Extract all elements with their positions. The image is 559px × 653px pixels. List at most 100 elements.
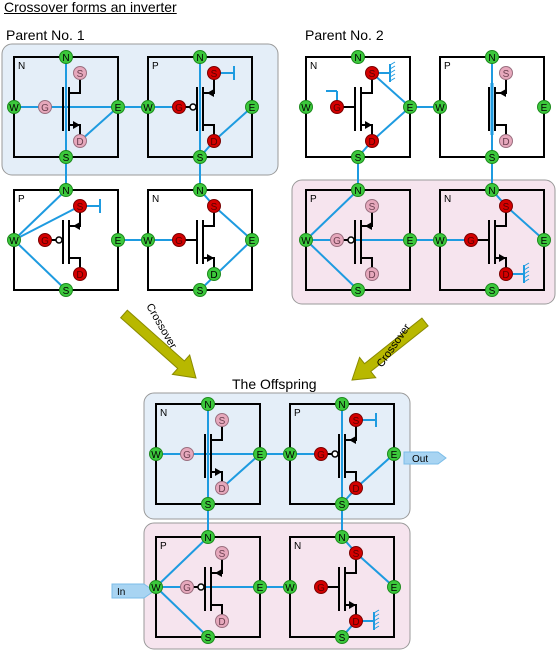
terminal-west-node-label: W	[151, 450, 161, 461]
terminal-south-node-label: S	[355, 153, 362, 164]
gate-node-label: G	[41, 236, 49, 247]
terminal-north-node	[201, 397, 215, 411]
gate-node-label: G	[175, 236, 183, 247]
gate-inverter-bubble	[55, 236, 63, 244]
wire	[13, 239, 67, 291]
terminal-west-node	[149, 447, 163, 461]
gate-inverter-bubble	[197, 583, 205, 591]
source-node	[499, 199, 513, 213]
cell-type-label: P	[310, 194, 317, 205]
source-node	[499, 66, 513, 80]
terminal-east-node-label: E	[249, 103, 256, 114]
gate-node	[330, 100, 344, 114]
drain-node	[207, 134, 221, 148]
wire	[79, 106, 119, 142]
ground-hatch	[373, 621, 380, 626]
gate-node	[330, 233, 344, 247]
cell-type-label: P	[18, 194, 25, 205]
wire	[155, 586, 209, 638]
ground-hatch	[373, 613, 380, 618]
terminal-east-node	[387, 580, 401, 594]
terminal-south-node-label: S	[205, 500, 212, 511]
drain-node-label: D	[218, 484, 225, 495]
cell-border	[305, 56, 411, 158]
terminal-east-node	[245, 100, 259, 114]
wire	[199, 239, 253, 291]
crossover-arrow-right	[351, 317, 429, 381]
gate-node-label: G	[41, 103, 49, 114]
cell-type-label: N	[444, 194, 451, 205]
terminal-south-node	[351, 283, 365, 297]
terminal-south-node-label: S	[197, 153, 204, 164]
drain-node	[215, 614, 229, 628]
gate-node-label: G	[333, 103, 341, 114]
terminal-east-node	[537, 233, 551, 247]
terminal-south-node-label: S	[355, 286, 362, 297]
source-node	[365, 66, 379, 80]
terminal-north-node	[201, 530, 215, 544]
wire	[355, 552, 395, 588]
transistor-arrow	[349, 436, 356, 444]
terminal-north-node	[351, 50, 365, 64]
terminal-east-node	[387, 447, 401, 461]
source-node-label: S	[211, 202, 218, 213]
source-node	[215, 413, 229, 427]
drain-node-label: D	[76, 270, 83, 281]
source-node-label: S	[503, 69, 510, 80]
wire	[213, 106, 253, 142]
terminal-east-node	[111, 100, 125, 114]
transistor-arrow	[499, 89, 506, 97]
terminal-west-node-label: W	[285, 583, 295, 594]
terminal-north-node-label: N	[196, 186, 203, 197]
ground-hatch	[389, 77, 396, 82]
drain-node-label: D	[368, 137, 375, 148]
drain-node	[365, 267, 379, 281]
drain-node-label: D	[502, 137, 509, 148]
gate-inverter-bubble	[347, 236, 355, 244]
terminal-south-node	[59, 283, 73, 297]
terminal-north-node	[193, 183, 207, 197]
terminal-west-node	[433, 100, 447, 114]
transistor-arrow	[215, 569, 222, 577]
terminal-west-node	[141, 100, 155, 114]
cell-type-label: P	[160, 541, 167, 552]
ground-hatch	[523, 262, 530, 267]
gate-node	[172, 233, 186, 247]
ground-hatch	[389, 69, 396, 74]
cell-type-label: N	[310, 61, 317, 72]
terminal-east-node-label: E	[391, 450, 398, 461]
transistor-arrow	[365, 222, 372, 230]
terminal-west-node-label: W	[435, 103, 445, 114]
cell-type-label: P	[444, 61, 451, 72]
transistor-arrow	[349, 601, 356, 609]
diagram-title: Crossover forms an inverter	[4, 0, 177, 15]
terminal-north-node-label: N	[62, 53, 69, 64]
terminal-north-node	[335, 397, 349, 411]
drain-node	[349, 614, 363, 628]
source-node-label: S	[77, 202, 84, 213]
gate-node	[38, 233, 52, 247]
terminal-north-node	[59, 50, 73, 64]
cell-type-label: P	[152, 61, 159, 72]
terminal-south-node	[59, 150, 73, 164]
drain-node	[73, 267, 87, 281]
terminal-east-node-label: E	[257, 583, 264, 594]
terminal-south-node	[351, 150, 365, 164]
transistor-arrow	[207, 254, 214, 262]
terminal-south-node-label: S	[63, 153, 70, 164]
terminal-north-node	[335, 530, 349, 544]
transistor-arrow	[499, 254, 506, 262]
transistor-arrow	[207, 89, 214, 97]
terminal-east-node	[403, 233, 417, 247]
terminal-west-node-label: W	[9, 236, 19, 247]
transistor-arrow	[215, 468, 222, 476]
wire	[305, 239, 359, 291]
